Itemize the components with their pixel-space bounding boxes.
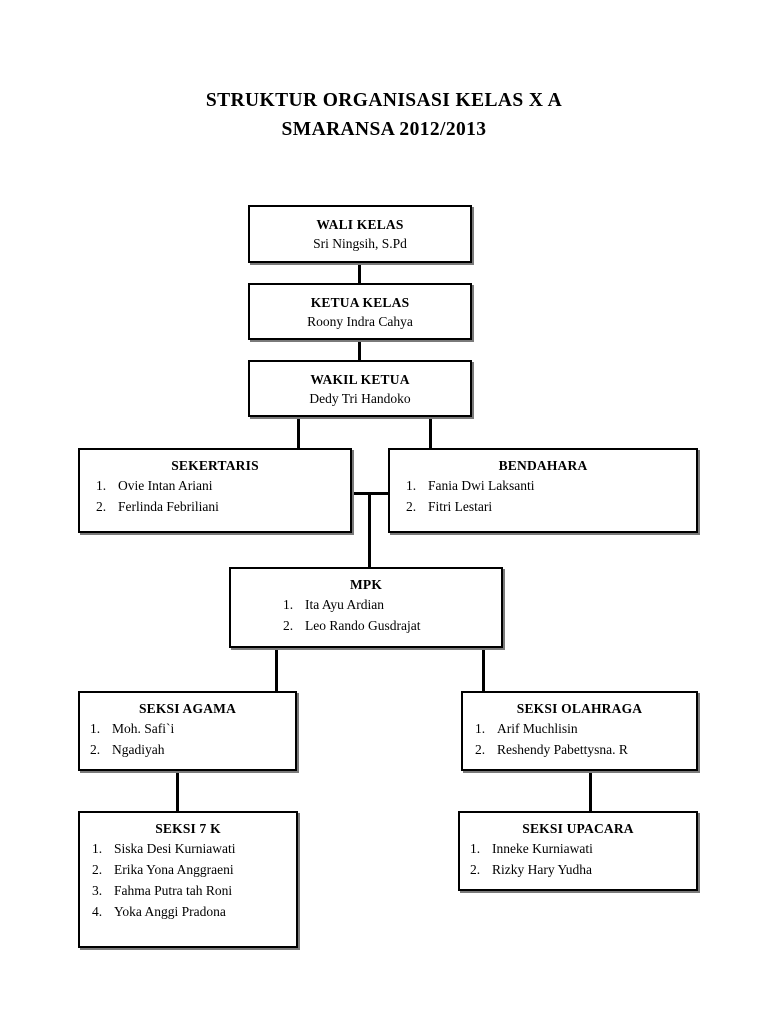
member-number: 1.: [283, 597, 294, 612]
member-number: 1.: [90, 721, 101, 736]
node-sekertaris-member-list: 1. Ovie Intan Ariani 2. Ferlinda Febriliani: [80, 475, 350, 517]
connector-ketua-to-wakil: [358, 338, 361, 362]
member-item: 2. Reshendy Pabettysna. R: [475, 739, 696, 760]
node-seksi-agama[interactable]: SEKSI AGAMA 1. Moh. Safi`i 2. Ngadiyah: [78, 691, 297, 771]
node-mpk-member-list: 1. Ita Ayu Ardian 2. Leo Rando Gusdrajat: [231, 594, 501, 636]
member-name: Ferlinda Febriliani: [118, 499, 219, 514]
member-name: Siska Desi Kurniawati: [114, 841, 236, 856]
node-wakil-ketua[interactable]: WAKIL KETUA Dedy Tri Handoko: [248, 360, 472, 417]
member-item: 2. Rizky Hary Yudha: [470, 859, 696, 880]
node-bendahara-member-list: 1. Fania Dwi Laksanti 2. Fitri Lestari: [390, 475, 696, 517]
member-name: Inneke Kurniawati: [492, 841, 593, 856]
node-seksi-agama-member-list: 1. Moh. Safi`i 2. Ngadiyah: [80, 718, 295, 760]
connector-wali-to-ketua: [358, 261, 361, 285]
member-item: 1. Siska Desi Kurniawati: [92, 838, 296, 859]
node-seksi-upacara[interactable]: SEKSI UPACARA 1. Inneke Kurniawati 2. Rizky…: [458, 811, 698, 891]
connector-mpk-to-olahraga: [482, 646, 485, 693]
member-name: Moh. Safi`i: [112, 721, 175, 736]
node-mpk[interactable]: MPK 1. Ita Ayu Ardian 2. Leo Rando Gusdraja…: [229, 567, 503, 648]
node-seksi-upacara-heading: SEKSI UPACARA: [522, 821, 634, 836]
member-number: 2.: [475, 742, 486, 757]
connector-wakil-to-sekertaris: [297, 415, 300, 450]
node-seksi-olahraga[interactable]: SEKSI OLAHRAGA 1. Arif Muchlisin 2. Reshend…: [461, 691, 698, 771]
title-line-2: SMARANSA 2012/2013: [281, 119, 487, 140]
node-wakil-ketua-name: Dedy Tri Handoko: [309, 391, 411, 406]
member-name: Arif Muchlisin: [497, 721, 578, 736]
title-line-1: STRUKTUR ORGANISASI KELAS X A: [205, 90, 563, 111]
node-wakil-ketua-heading: WAKIL KETUA: [310, 372, 410, 387]
node-bendahara[interactable]: BENDAHARA 1. Fania Dwi Laksanti 2. Fitri Le…: [388, 448, 698, 533]
node-ketua-kelas[interactable]: KETUA KELAS Roony Indra Cahya: [248, 283, 472, 340]
connector-mpk-to-agama: [275, 646, 278, 693]
member-number: 1.: [475, 721, 486, 736]
node-seksi-agama-heading: SEKSI AGAMA: [138, 701, 237, 716]
node-ketua-kelas-name: Roony Indra Cahya: [307, 314, 413, 329]
member-name: Rizky Hary Yudha: [492, 862, 592, 877]
member-number: 2.: [90, 742, 101, 757]
node-seksi-7k[interactable]: SEKSI 7 K 1. Siska Desi Kurniawati 2. Erika…: [78, 811, 298, 948]
member-item: 1. Ovie Intan Ariani: [96, 475, 350, 496]
connector-agama-to-7k: [176, 769, 179, 813]
member-number: 2.: [406, 499, 417, 514]
member-number: 1.: [92, 841, 103, 856]
node-sekertaris-heading: SEKERTARIS: [171, 458, 259, 473]
member-item: 1. Inneke Kurniawati: [470, 838, 696, 859]
member-name: Ngadiyah: [112, 742, 165, 757]
member-number: 4.: [92, 904, 103, 919]
connector-olahraga-to-upacara: [589, 769, 592, 813]
page-title: STRUKTUR ORGANISASI KELAS X A SMARANSA 2…: [0, 86, 768, 144]
member-name: Fahma Putra tah Roni: [114, 883, 233, 898]
member-item: 1. Arif Muchlisin: [475, 718, 696, 739]
node-seksi-7k-member-list: 1. Siska Desi Kurniawati 2. Erika Yona Angg…: [80, 838, 296, 922]
member-number: 1.: [96, 478, 107, 493]
member-number: 1.: [470, 841, 481, 856]
member-number: 2.: [96, 499, 107, 514]
member-number: 2.: [92, 862, 103, 877]
member-item: 1. Ita Ayu Ardian: [283, 594, 501, 615]
member-name: Fania Dwi Laksanti: [428, 478, 535, 493]
member-number: 2.: [283, 618, 294, 633]
member-item: 2. Erika Yona Anggraeni: [92, 859, 296, 880]
connector-tie-to-mpk: [368, 492, 371, 569]
node-mpk-heading: MPK: [349, 577, 383, 592]
node-wali-kelas[interactable]: WALI KELAS Sri Ningsih, S.Pd: [248, 205, 472, 263]
member-item: 4. Yoka Anggi Pradona: [92, 901, 296, 922]
member-name: Ita Ayu Ardian: [305, 597, 384, 612]
member-item: 1. Moh. Safi`i: [90, 718, 295, 739]
node-seksi-upacara-member-list: 1. Inneke Kurniawati 2. Rizky Hary Yudha: [460, 838, 696, 880]
member-number: 2.: [470, 862, 481, 877]
member-item: 2. Fitri Lestari: [406, 496, 696, 517]
node-seksi-olahraga-heading: SEKSI OLAHRAGA: [516, 701, 643, 716]
member-name: Leo Rando Gusdrajat: [305, 618, 421, 633]
member-item: 1. Fania Dwi Laksanti: [406, 475, 696, 496]
member-item: 3. Fahma Putra tah Roni: [92, 880, 296, 901]
node-seksi-olahraga-member-list: 1. Arif Muchlisin 2. Reshendy Pabettysna. R: [463, 718, 696, 760]
node-bendahara-heading: BENDAHARA: [498, 458, 588, 473]
member-item: 2. Ngadiyah: [90, 739, 295, 760]
node-wali-kelas-name: Sri Ningsih, S.Pd: [313, 236, 407, 251]
node-ketua-kelas-heading: KETUA KELAS: [310, 295, 410, 310]
connector-wakil-to-bendahara: [429, 415, 432, 450]
member-number: 3.: [92, 883, 103, 898]
member-item: 2. Ferlinda Febriliani: [96, 496, 350, 517]
member-name: Reshendy Pabettysna. R: [497, 742, 628, 757]
member-name: Fitri Lestari: [428, 499, 493, 514]
member-name: Erika Yona Anggraeni: [114, 862, 234, 877]
member-item: 2. Leo Rando Gusdrajat: [283, 615, 501, 636]
member-name: Yoka Anggi Pradona: [114, 904, 226, 919]
node-sekertaris[interactable]: SEKERTARIS 1. Ovie Intan Ariani 2. Ferlinda…: [78, 448, 352, 533]
member-name: Ovie Intan Ariani: [118, 478, 213, 493]
node-seksi-7k-heading: SEKSI 7 K: [155, 821, 221, 836]
node-wali-kelas-heading: WALI KELAS: [316, 217, 404, 232]
member-number: 1.: [406, 478, 417, 493]
